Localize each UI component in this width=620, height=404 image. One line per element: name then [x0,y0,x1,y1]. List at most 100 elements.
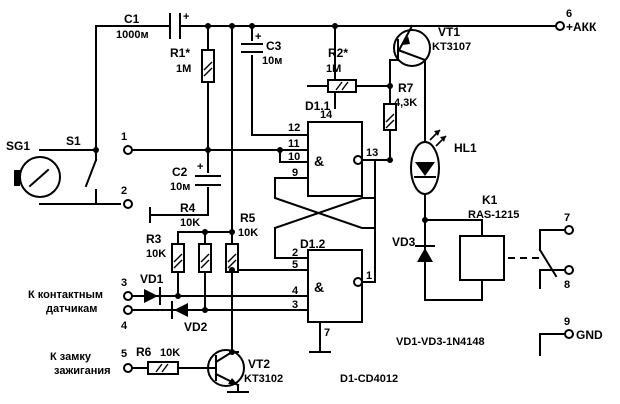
terminal-9-label: 9 [564,316,570,328]
gate-d1-1: D1.1 & 12 14 11 10 9 13 [288,99,378,197]
r1-ref: R1* [170,46,190,60]
contact-sensors-line1: К контактным [28,289,103,301]
c3-value: 10м [262,55,282,67]
vt1-type: KT3107 [432,41,471,53]
k1-ref: K1 [482,193,498,207]
terminal-8-label: 8 [564,279,570,291]
terminal-3-label: 3 [121,277,127,289]
terminals: 1 2 3 4 5 6 +АКК 7 8 9 GND [121,8,603,373]
vt2-type: KT3102 [244,373,283,385]
terminal-1 [123,145,133,155]
r7-value: 4,3K [394,97,417,109]
d11-ref: D1.1 [305,99,331,113]
d11-and-symbol: & [314,153,324,169]
svg-text:+: + [183,11,189,23]
gate-d1-2: D1.2 & 2 5 4 3 1 7 [292,237,372,339]
gnd-label: GND [576,328,603,342]
d12-pin-4: 4 [292,285,299,297]
diode-vd2: VD2 [171,301,208,334]
d11-pin-13: 13 [366,147,378,159]
d12-pin-7: 7 [324,327,330,339]
d12-pin-5: 5 [292,259,298,271]
vd3-ref: VD3 [392,235,416,249]
terminal-9 [564,329,574,339]
r3-ref: R3 [146,232,162,246]
resistor-r6: R6 10K [136,345,180,375]
led-hl1: HL1 [410,129,477,195]
terminal-7 [564,225,574,235]
transistor-vt1: VT1 KT3107 [393,24,471,67]
terminal-7-label: 7 [564,212,570,224]
r5-ref: R5 [240,211,256,225]
terminal-6 [555,21,565,31]
r4-value: 10K [180,217,200,229]
d11-pin-11: 11 [288,138,300,150]
capacitor-c3: + C3 10м [241,31,282,67]
resistor-r2: R2* 1M [326,46,357,93]
terminal-4-label: 4 [121,320,128,332]
vd2-ref: VD2 [184,320,208,334]
capacitor-c2: + C2 10м [170,161,221,193]
resistor-r1: R1* 1M [170,46,215,83]
terminal-3 [123,291,133,301]
svg-text:+: + [255,31,261,43]
ignition-line2: зажигания [54,365,111,377]
vd1-ref: VD1 [140,272,164,286]
r7-ref: R7 [398,81,414,95]
d11-pin-14: 14 [320,109,333,121]
terminal-6-label: 6 [566,8,572,20]
d12-ref: D1.2 [300,237,326,251]
ignition-line1: К замку [50,351,92,363]
sg1-ref: SG1 [6,139,30,153]
relay-k1: K1 RAS-1215 [459,193,558,281]
capacitor-c1: + C1 1000м [116,11,189,41]
switch-s1: S1 [66,134,98,188]
resistor-r3: R3 10K [146,232,185,273]
terminal-1-label: 1 [121,131,127,143]
c1-ref: C1 [124,12,140,26]
notes: К контактным датчикам К замку зажигания … [28,289,485,385]
c1-value: 1000м [116,29,149,41]
r2-value: 1M [326,63,341,75]
contact-sensors-line2: датчикам [46,303,97,315]
terminal-5-label: 5 [121,348,127,360]
terminal-5 [123,363,133,373]
terminal-4 [123,305,133,315]
terminal-2-label: 2 [121,185,127,197]
d12-pin-2: 2 [292,247,298,259]
d11-pin-12: 12 [288,122,300,134]
c2-value: 10м [170,181,190,193]
junction-dots [93,23,428,355]
r6-value: 10K [160,347,180,359]
transistor-vt2: VT2 KT3102 [207,349,283,387]
ic-note: D1-CD4012 [340,373,398,385]
diodes-note: VD1-VD3-1N4148 [396,336,485,348]
r1-value: 1M [176,63,191,75]
vt2-ref: VT2 [248,357,270,371]
resistor-r5: R5 10K [225,211,258,273]
terminal-8 [564,265,574,275]
vt1-ref: VT1 [438,25,460,39]
reed-sensor-sg1: SG1 [6,139,61,198]
c2-ref: C2 [172,165,188,179]
terminal-2 [123,199,133,209]
d11-pin-9: 9 [292,167,298,179]
hl1-ref: HL1 [454,141,477,155]
d12-pin-3: 3 [292,299,298,311]
resistor-r7: R7 4,3K [383,81,417,131]
diode-vd1: VD1 [140,272,164,305]
d11-pin-10: 10 [288,151,300,163]
diode-vd3: VD3 [392,235,435,262]
resistor-r4: R4 10K [180,201,212,273]
s1-ref: S1 [66,134,81,148]
r6-ref: R6 [136,345,152,359]
c3-ref: C3 [266,39,282,53]
r5-value: 10K [238,227,258,239]
d12-and-symbol: & [314,279,324,295]
d12-pin-1: 1 [366,270,372,282]
svg-text:+: + [197,161,203,173]
r2-ref: R2* [328,46,348,60]
r4-ref: R4 [180,201,196,215]
r3-value: 10K [146,248,166,260]
